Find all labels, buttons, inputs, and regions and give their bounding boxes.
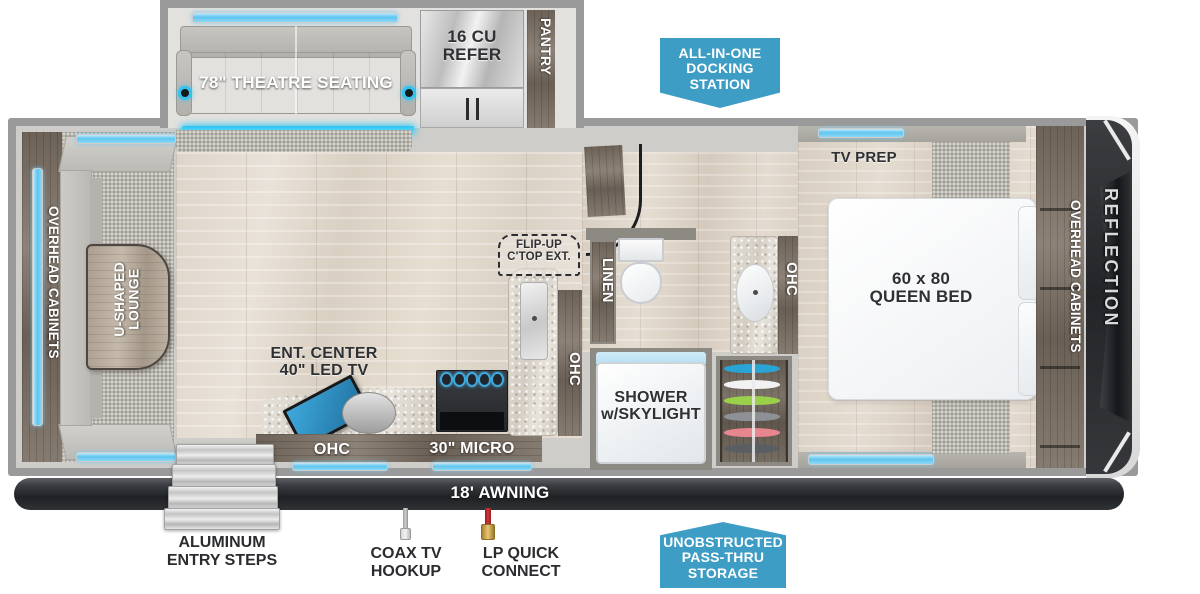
theatre-slide-carpet bbox=[176, 130, 412, 152]
theatre-seat-divider bbox=[295, 26, 297, 114]
label-entry-steps: ALUMINUM ENTRY STEPS bbox=[166, 534, 278, 569]
lp-brass-fitting bbox=[481, 524, 495, 540]
entry-step-3 bbox=[168, 486, 278, 510]
badge-unobstructed-pass-thru-storage[interactable]: UNOBSTRUCTED PASS-THRU STORAGE bbox=[660, 522, 786, 588]
entry-step-4 bbox=[164, 508, 280, 530]
coax-cable bbox=[403, 508, 408, 532]
theatre-recline-button-left[interactable] bbox=[178, 86, 192, 100]
entry-step-1 bbox=[176, 444, 274, 466]
kitchen-window-left bbox=[292, 462, 388, 471]
theatre-led-strip bbox=[182, 126, 414, 133]
label-lp-quick-connect: LP QUICK CONNECT bbox=[481, 545, 561, 580]
label-flip-up: FLIP-UP C'TOP EXT. bbox=[507, 239, 571, 263]
front-cabinet-doors bbox=[1040, 132, 1080, 462]
flip-up-counter-extension bbox=[498, 234, 580, 276]
shower-skylight bbox=[596, 352, 706, 364]
label-awning: 18' AWNING bbox=[450, 483, 550, 502]
lounge-table bbox=[86, 244, 170, 370]
entry-step-2 bbox=[172, 464, 276, 488]
label-shower: SHOWER w/SKYLIGHT bbox=[601, 389, 701, 423]
label-micro: 30" MICRO bbox=[429, 440, 515, 457]
toilet-tank bbox=[618, 238, 664, 262]
badge-all-in-one-docking-station-text: ALL-IN-ONE DOCKING STATION bbox=[678, 45, 762, 92]
bath-wall-top bbox=[586, 228, 696, 240]
oven-door bbox=[440, 412, 504, 430]
burner-3 bbox=[465, 372, 479, 387]
rear-side-window-top bbox=[76, 134, 176, 144]
ohc-vanity-panel bbox=[778, 236, 800, 354]
wardrobe-center-rail bbox=[752, 360, 755, 462]
theatre-recline-button-right[interactable] bbox=[402, 86, 416, 100]
badge-unobstructed-pass-thru-storage-text: UNOBSTRUCTED PASS-THRU STORAGE bbox=[663, 534, 783, 581]
theatre-slide-window bbox=[192, 12, 398, 23]
label-pantry: PANTRY bbox=[538, 18, 554, 76]
badge-all-in-one-docking-station[interactable]: ALL-IN-ONE DOCKING STATION bbox=[660, 38, 780, 108]
label-ohc-vanity: OHC bbox=[783, 262, 800, 296]
burner-5 bbox=[491, 372, 504, 387]
refrigerator-handle-left[interactable] bbox=[466, 98, 469, 120]
burner-4 bbox=[478, 372, 492, 387]
shower-pan bbox=[596, 362, 706, 464]
label-ohc-kitchen: OHC bbox=[313, 441, 351, 458]
cooktop-burners-row bbox=[440, 372, 504, 387]
label-overhead-cabinets-front: OVERHEAD CABINETS bbox=[1068, 200, 1083, 353]
label-coax-hookup: COAX TV HOOKUP bbox=[370, 545, 442, 580]
front-cap bbox=[1086, 120, 1132, 474]
ohc-sink-panel bbox=[558, 290, 582, 436]
sink-drain bbox=[532, 316, 537, 321]
label-theatre-seating: 78" THEATRE SEATING bbox=[199, 73, 393, 92]
label-tv-prep: TV PREP bbox=[831, 149, 897, 166]
label-refer: 16 CU REFER bbox=[442, 27, 502, 64]
label-ent-center: ENT. CENTER 40" LED TV bbox=[270, 345, 378, 379]
entry-door-panel bbox=[584, 145, 626, 217]
rear-side-window-bottom bbox=[76, 452, 176, 462]
kitchen-sink-basin bbox=[520, 282, 548, 360]
refrigerator-handle-right[interactable] bbox=[476, 98, 479, 120]
refrigerator-lower-doors bbox=[420, 88, 524, 128]
burner-1 bbox=[440, 372, 453, 387]
label-linen: LINEN bbox=[599, 258, 615, 303]
label-queen-bed: 60 x 80 QUEEN BED bbox=[869, 269, 973, 306]
label-ohc-sink: OHC bbox=[566, 352, 583, 386]
theatre-armrest-right bbox=[400, 50, 416, 116]
brand-name: REFLECTION bbox=[1101, 188, 1121, 328]
pantry bbox=[527, 10, 555, 128]
toilet-bowl bbox=[620, 262, 662, 304]
coax-connector bbox=[400, 528, 411, 540]
label-u-shaped-lounge: U-SHAPED LOUNGE bbox=[111, 262, 142, 337]
vanity-sink-drain bbox=[753, 290, 758, 295]
refrigerator bbox=[420, 10, 524, 88]
kitchen-base-cabinets bbox=[256, 434, 542, 462]
kitchen-window-right bbox=[432, 462, 532, 471]
overhead-cabinets-front-panel bbox=[1036, 126, 1084, 468]
linen-closet bbox=[590, 240, 616, 344]
theatre-armrest-left bbox=[176, 50, 192, 116]
bedroom-window-top bbox=[818, 128, 904, 138]
rear-window bbox=[32, 168, 43, 426]
lp-hose bbox=[485, 508, 491, 527]
burner-2 bbox=[452, 372, 466, 387]
tv-stand bbox=[342, 392, 396, 434]
bedroom-window-bottom bbox=[808, 454, 934, 465]
label-overhead-cabinets-rear: OVERHEAD CABINETS bbox=[46, 206, 61, 359]
wardrobe-shoe-rack bbox=[722, 360, 786, 462]
